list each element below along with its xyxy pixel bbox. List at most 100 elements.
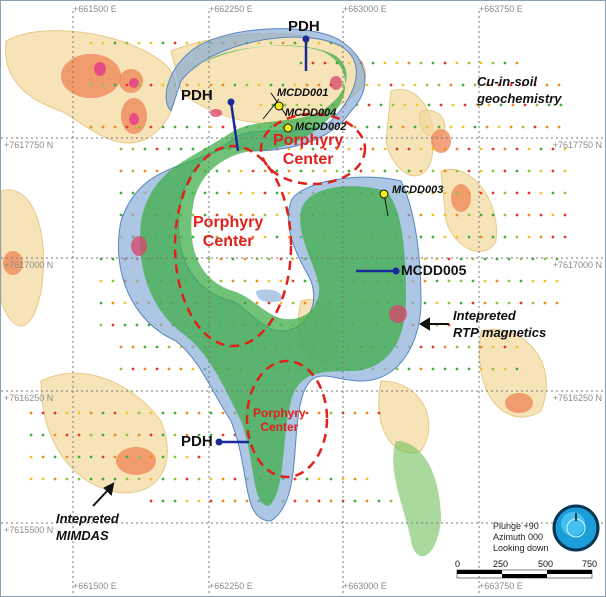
soil-sample-dot — [509, 125, 513, 129]
soil-sample-dot — [161, 455, 165, 459]
soil-sample-dot — [557, 83, 561, 87]
soil-sample-dot — [539, 191, 543, 195]
soil-sample-dot — [173, 433, 177, 437]
soil-sample-dot — [317, 41, 321, 45]
soil-sample-dot — [77, 455, 81, 459]
soil-sample-dot — [557, 125, 561, 129]
soil-sample-dot — [185, 477, 189, 481]
pdh-label: PDH — [181, 433, 213, 450]
soil-sample-dot — [197, 433, 201, 437]
soil-sample-dot — [119, 213, 123, 217]
soil-sample-dot — [467, 213, 471, 217]
soil-sample-dot — [449, 83, 453, 87]
soil-sample-dot — [197, 41, 201, 45]
orientation-compass-icon[interactable] — [552, 504, 600, 552]
soil-sample-dot — [101, 477, 105, 481]
plunge-text: Plunge +90 — [493, 521, 539, 531]
soil-sample-dot — [431, 345, 435, 349]
soil-sample-dot — [203, 191, 207, 195]
soil-sample-dot — [467, 367, 471, 371]
soil-sample-dot — [209, 499, 213, 503]
soil-sample-dot — [239, 169, 243, 173]
soil-sample-dot — [197, 83, 201, 87]
soil-sample-dot — [347, 61, 351, 65]
drillhole-label: MCDD004 — [285, 107, 337, 119]
soil-sample-dot — [239, 213, 243, 217]
soil-sample-dot — [427, 103, 431, 107]
soil-sample-dot — [563, 169, 567, 173]
soil-sample-dot — [221, 83, 225, 87]
soil-sample-dot — [137, 83, 141, 87]
soil-sample-dot — [407, 169, 411, 173]
soil-sample-dot — [519, 279, 523, 283]
soil-sample-dot — [215, 169, 219, 173]
soil-sample-dot — [111, 279, 115, 283]
soil-sample-dot — [161, 499, 165, 503]
soil-sample-dot — [425, 125, 429, 129]
soil-sample-dot — [455, 345, 459, 349]
soil-sample-dot — [503, 235, 507, 239]
soil-sample-dot — [295, 103, 299, 107]
porphyry-center-outlines — [173, 112, 367, 479]
soil-sample-dot — [365, 411, 369, 415]
soil-sample-dot — [459, 279, 463, 283]
soil-sample-dot — [461, 125, 465, 129]
soil-sample-dot — [259, 103, 263, 107]
soil-sample-dot — [245, 83, 249, 87]
soil-sample-dot — [377, 83, 381, 87]
soil-sample-dot — [551, 235, 555, 239]
soil-sample-dot — [359, 169, 363, 173]
soil-sample-dot — [365, 499, 369, 503]
soil-sample-dot — [447, 279, 451, 283]
soil-sample-dot — [403, 103, 407, 107]
soil-sample-dot — [491, 169, 495, 173]
soil-sample-dot — [491, 367, 495, 371]
soil-sample-dot — [555, 279, 559, 283]
coordinate-grid — [1, 11, 605, 596]
soil-sample-dot — [503, 213, 507, 217]
soil-sample-dot — [203, 213, 207, 217]
soil-sample-dot — [389, 499, 393, 503]
easting-label-bottom: +663750 E — [479, 581, 523, 591]
soil-sample-dot — [41, 477, 45, 481]
soil-sample-dot — [123, 301, 127, 305]
northing-label-right: +7617750 N — [552, 140, 602, 150]
soil-sample-dot — [185, 499, 189, 503]
soil-sample-dot — [197, 499, 201, 503]
soil-sample-dot — [495, 301, 499, 305]
soil-sample-dot — [353, 477, 357, 481]
soil-sample-dot — [143, 169, 147, 173]
soil-sample-dot — [439, 103, 443, 107]
soil-sample-dot — [539, 213, 543, 217]
soil-sample-dot — [209, 477, 213, 481]
soil-sample-dot — [377, 411, 381, 415]
soil-sample-dot — [353, 499, 357, 503]
soil-sample-dot — [291, 279, 295, 283]
soil-sample-dot — [209, 411, 213, 415]
soil-sample-dot — [515, 367, 519, 371]
soil-sample-dot — [99, 301, 103, 305]
soil-sample-dot — [191, 213, 195, 217]
mimdas-high — [3, 54, 533, 475]
soil-sample-dot — [423, 257, 427, 261]
soil-sample-dot — [519, 301, 523, 305]
soil-sample-dot — [377, 499, 381, 503]
soil-sample-dot — [455, 213, 459, 217]
soil-sample-dot — [467, 147, 471, 151]
soil-sample-dot — [341, 83, 345, 87]
soil-sample-dot — [149, 125, 153, 129]
northing-label: +7615500 N — [4, 525, 54, 535]
soil-sample-dot — [509, 83, 513, 87]
soil-sample-dot — [149, 433, 153, 437]
soil-sample-dot — [101, 41, 105, 45]
soil-sample-dot — [233, 499, 237, 503]
soil-sample-dot — [539, 147, 543, 151]
soil-sample-dot — [255, 279, 259, 283]
soil-sample-dot — [545, 125, 549, 129]
soil-sample-dot — [219, 279, 223, 283]
soil-sample-dot — [209, 83, 213, 87]
soil-sample-dot — [515, 191, 519, 195]
